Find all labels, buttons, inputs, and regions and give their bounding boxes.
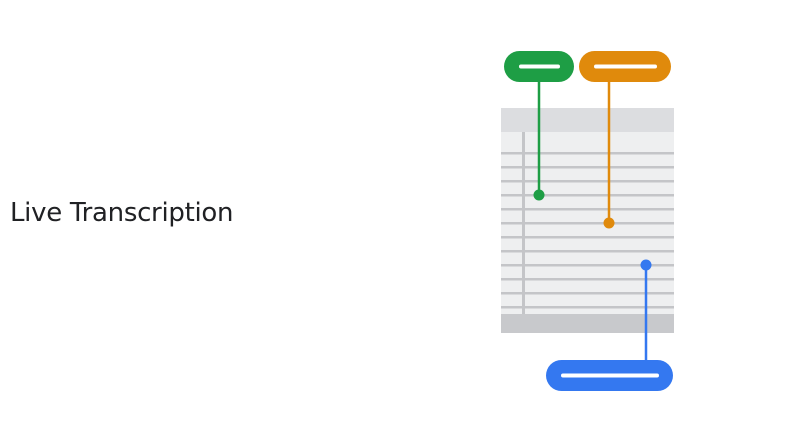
document-text-line xyxy=(501,278,674,281)
blue-tag-icon xyxy=(546,360,673,391)
document-text-line xyxy=(501,166,674,169)
green-marker-dot xyxy=(533,189,545,201)
document-text-line xyxy=(501,208,674,211)
document-text-line xyxy=(501,222,674,225)
blue-marker-dot xyxy=(640,259,652,271)
orange-tag-icon xyxy=(579,51,671,82)
document-text-lines xyxy=(501,152,674,309)
document-header xyxy=(501,108,674,132)
document-footer xyxy=(501,314,674,333)
page-title: Live Transcription xyxy=(10,198,234,228)
document-text-line xyxy=(501,250,674,253)
transcript-document-icon xyxy=(501,108,674,333)
document-text-line xyxy=(501,180,674,183)
document-text-line xyxy=(501,152,674,155)
document-text-line xyxy=(501,264,674,267)
document-body xyxy=(501,108,674,333)
orange-marker-dot xyxy=(603,217,615,229)
document-text-line xyxy=(501,194,674,197)
document-text-line xyxy=(501,292,674,295)
green-tag-icon xyxy=(504,51,574,82)
document-text-line xyxy=(501,306,674,309)
document-text-line xyxy=(501,236,674,239)
